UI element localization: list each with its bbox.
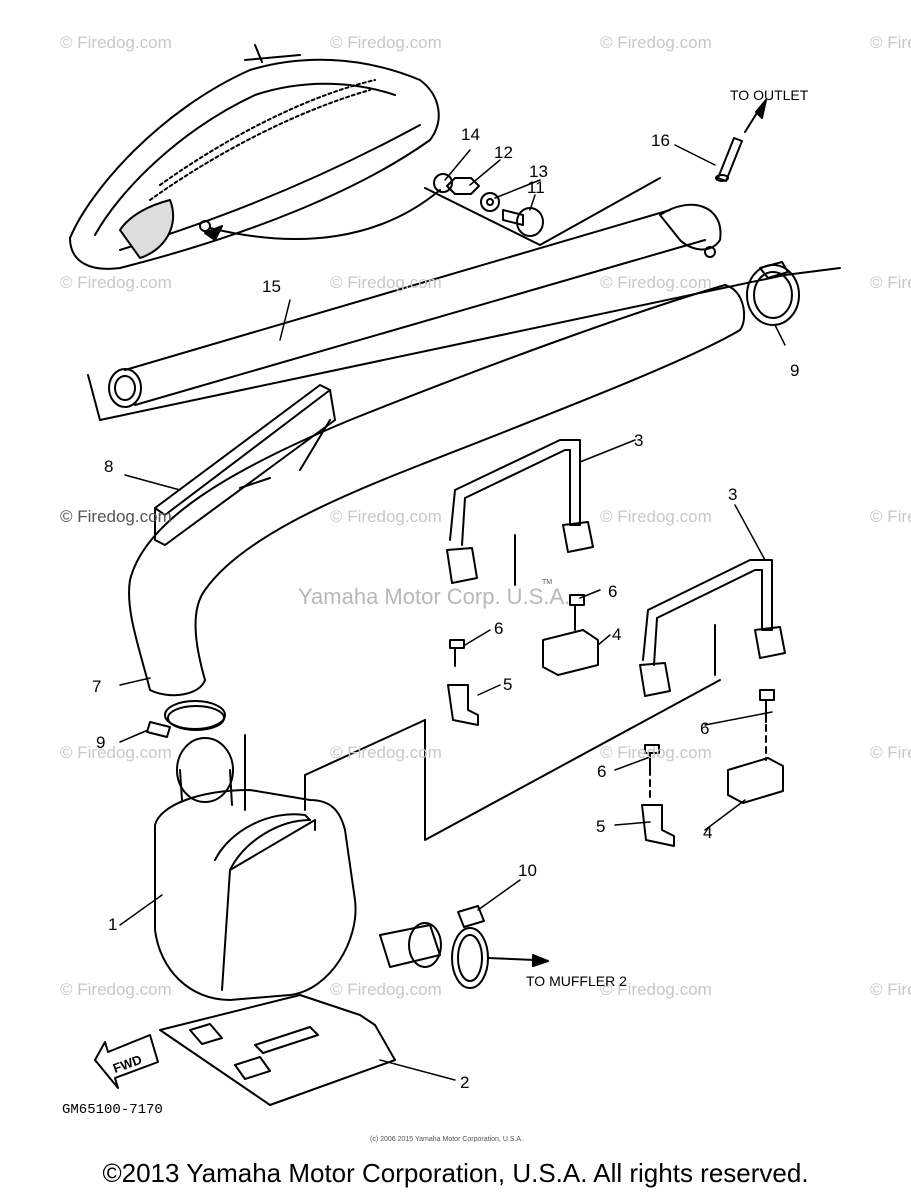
callout-label: 9 — [96, 733, 105, 752]
strap-3-right — [639, 559, 786, 697]
watermark: © Firedog.com — [60, 507, 172, 526]
rubber-plate-8 — [154, 384, 336, 546]
watermark: © Firedog.com — [330, 273, 442, 292]
callout-label: 9 — [790, 361, 799, 380]
footer-copyright: ©2013 Yamaha Motor Corporation, U.S.A. A… — [102, 1158, 809, 1188]
callout-label: 6 — [608, 582, 617, 601]
watermark: © Firedog.com — [330, 743, 442, 762]
exhaust-hose-7 — [128, 284, 746, 697]
watermark: © Firedog.com — [600, 33, 712, 52]
watermark: © Firedog.com — [60, 980, 172, 999]
watermark: © Firedog.com — [600, 507, 712, 526]
to-muffler-arrow — [487, 954, 549, 967]
strap-3-left — [446, 439, 594, 586]
callout-label: 6 — [494, 619, 503, 638]
watermark: © Firedog.com — [60, 33, 172, 52]
watermark: © Firedog.com — [870, 273, 911, 292]
watermark: © Firedog.com — [870, 980, 911, 999]
watermark: © Firedog.com — [330, 507, 442, 526]
callout-label: 13 — [529, 162, 548, 181]
callout-label: 5 — [503, 675, 512, 694]
hose-clamp-10 — [451, 905, 489, 989]
hose-clamp-9-lower — [146, 705, 225, 738]
callout-label: 4 — [703, 823, 712, 842]
callout-label: 1 — [108, 915, 117, 934]
watermark: © Firedog.com — [60, 743, 172, 762]
callout-label: 15 — [262, 277, 281, 296]
watermark: © Firedog.com — [600, 980, 712, 999]
callout-label: 12 — [494, 143, 513, 162]
watermark: © Firedog.com — [60, 273, 172, 292]
watermark: © Firedog.com — [600, 743, 712, 762]
to-outlet-label: TO OUTLET — [730, 87, 809, 103]
watercraft-hull-drawing — [69, 44, 441, 270]
muffler-1 — [154, 679, 721, 1001]
callout-label: 6 — [597, 762, 606, 781]
callout-label: 14 — [461, 125, 480, 144]
callout-label: 3 — [728, 485, 737, 504]
fwd-label: FWD — [111, 1052, 144, 1076]
outlet-fittings — [424, 173, 661, 246]
callout-label: 16 — [651, 131, 670, 150]
callout-label: 5 — [596, 817, 605, 836]
leader-lines — [119, 144, 786, 1081]
small-copyright: (c) 2006 2015 Yamaha Motor Corporation, … — [370, 1136, 523, 1143]
watermark: © Firedog.com — [600, 273, 712, 292]
callout-label: 6 — [700, 719, 709, 738]
callout-label: 8 — [104, 457, 113, 476]
watermark: © Firedog.com — [330, 33, 442, 52]
exhaust-pipe-15 — [87, 203, 841, 421]
watermark: © Firedog.com — [870, 507, 911, 526]
damper-plate-2 — [159, 994, 396, 1106]
watermark: © Firedog.com — [870, 743, 911, 762]
watermarks: © Firedog.com © Firedog.com © Firedog.co… — [60, 33, 911, 1143]
diagram-reference-code: GM65100-7170 — [62, 1102, 163, 1118]
to-muffler-label: TO MUFFLER 2 — [526, 973, 627, 989]
callout-label: 3 — [634, 431, 643, 450]
watermark: © Firedog.com — [870, 33, 911, 52]
center-watermark: Yamaha Motor Corp. U.S.A. — [298, 584, 570, 609]
fwd-direction-arrow — [94, 1034, 159, 1089]
watermark: © Firedog.com — [330, 980, 442, 999]
callout-label: 2 — [460, 1073, 469, 1092]
callout-label: 4 — [612, 625, 621, 644]
hose-clamp-9-upper — [746, 261, 800, 326]
mount-parts-lower — [641, 689, 784, 847]
outlet-hose-16 — [715, 99, 767, 182]
callout-numbers: 1 2 3 3 4 4 5 5 6 6 6 6 7 8 9 9 10 11 12… — [92, 125, 799, 1092]
callout-label: 10 — [518, 861, 537, 880]
trademark-mark: TM — [542, 579, 552, 586]
mount-parts-upper — [447, 594, 599, 726]
callout-label: 11 — [527, 178, 545, 197]
callout-label: 7 — [92, 677, 101, 696]
